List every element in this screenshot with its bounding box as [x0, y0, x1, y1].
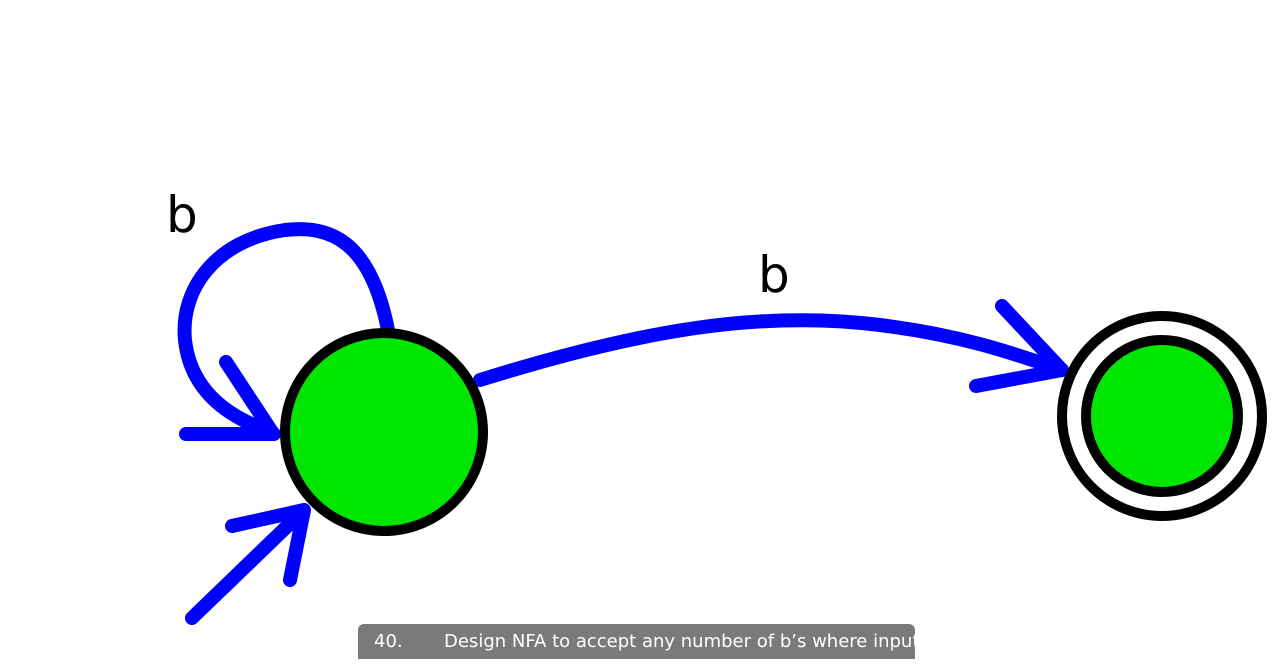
start-state — [280, 328, 488, 536]
self-loop-arrowhead — [179, 355, 281, 441]
transition-arrowhead — [969, 299, 1069, 393]
self-loop-label: b — [166, 186, 198, 244]
figure-caption: 40. Design NFA to accept any number of b… — [358, 624, 915, 659]
accept-state — [1081, 335, 1243, 497]
transition-edge — [473, 313, 1069, 387]
transition-label: b — [758, 246, 790, 304]
caption-number: 40. — [374, 631, 403, 652]
self-loop-edge — [177, 222, 395, 439]
caption-text: Design NFA to accept any number of b’s w… — [444, 631, 915, 652]
start-arrow — [185, 503, 311, 625]
